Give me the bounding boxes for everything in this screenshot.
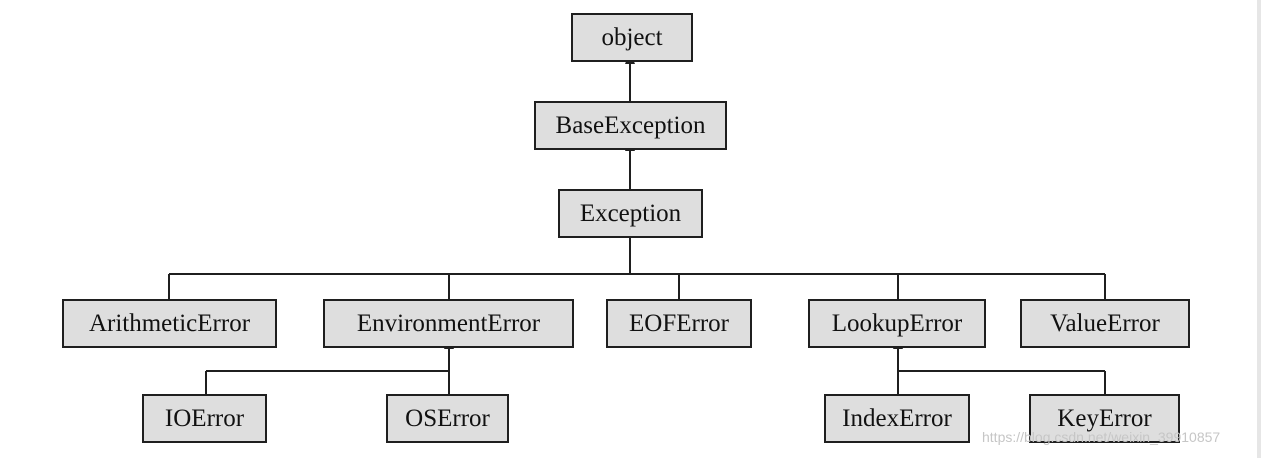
node-exception: Exception xyxy=(558,189,703,238)
node-oserror: OSError xyxy=(386,394,509,443)
node-lookuperror: LookupError xyxy=(808,299,986,348)
watermark-url: https://blog.csdn.net/weixin_39910857 xyxy=(982,429,1221,445)
node-indexerror: IndexError xyxy=(824,394,970,443)
node-valueerror: ValueError xyxy=(1020,299,1190,348)
node-eoferror: EOFError xyxy=(606,299,752,348)
node-keyerror: KeyError xyxy=(1029,394,1180,443)
node-environmenterror: EnvironmentError xyxy=(323,299,574,348)
node-arithmeticerror: ArithmeticError xyxy=(62,299,277,348)
node-object: object xyxy=(571,13,693,62)
node-ioerror: IOError xyxy=(142,394,267,443)
right-edge-strip xyxy=(1257,0,1261,458)
node-baseexception: BaseException xyxy=(534,101,727,150)
